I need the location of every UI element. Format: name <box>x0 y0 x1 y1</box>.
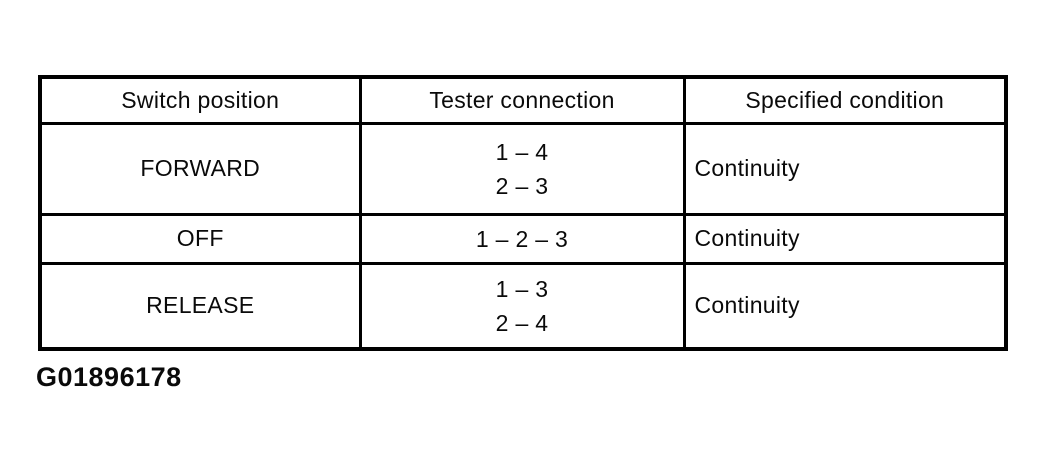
specified-condition-cell: Continuity <box>682 261 1008 351</box>
column-header-specified-condition: Specified condition <box>682 75 1008 125</box>
specified-condition-cell: Continuity <box>682 212 1008 265</box>
tester-connection-line: 2 – 4 <box>495 309 549 336</box>
tester-connection-line: 1 – 4 <box>495 138 549 165</box>
tester-connection-cell: 1 – 4 2 – 3 <box>358 121 686 216</box>
tester-connection-line: 1 – 2 – 3 <box>475 225 569 252</box>
tester-connection-line: 1 – 3 <box>495 275 549 302</box>
table-header-row: Switch position Tester connection Specif… <box>38 75 1008 125</box>
tester-connection-cell: 1 – 2 – 3 <box>358 212 686 265</box>
switch-position-cell: RELEASE <box>38 261 362 351</box>
figure-id-label: G01896178 <box>36 362 182 392</box>
switch-position-cell: FORWARD <box>38 121 362 216</box>
tester-connection-line: 2 – 3 <box>495 172 549 199</box>
column-header-switch-position: Switch position <box>38 75 362 125</box>
switch-continuity-table: Switch position Tester connection Specif… <box>38 75 1008 351</box>
table-row-forward: FORWARD 1 – 4 2 – 3 Continuity <box>38 121 1008 216</box>
table-row-off: OFF 1 – 2 – 3 Continuity <box>38 212 1008 265</box>
specified-condition-cell: Continuity <box>682 121 1008 216</box>
switch-position-cell: OFF <box>38 212 362 265</box>
table-row-release: RELEASE 1 – 3 2 – 4 Continuity <box>38 261 1008 351</box>
tester-connection-cell: 1 – 3 2 – 4 <box>358 261 686 351</box>
column-header-tester-connection: Tester connection <box>358 75 686 125</box>
